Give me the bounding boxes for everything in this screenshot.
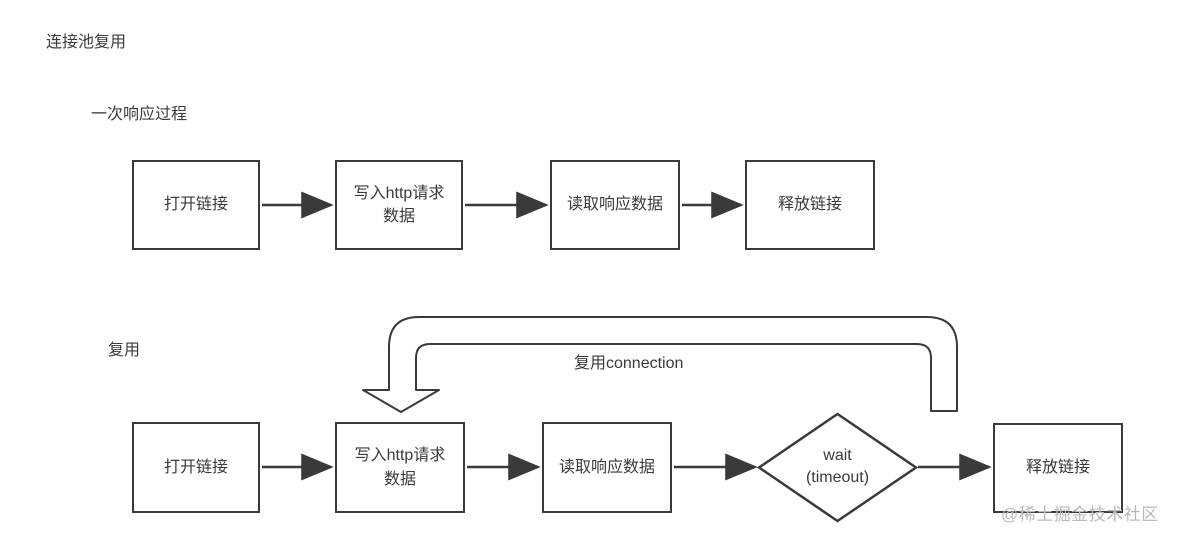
page-title: 连接池复用 [46,34,127,51]
loop-label: 复用connection [574,355,684,372]
flow1-node-open-connection: 打开链接 [132,160,260,250]
loop-back-arrow [362,316,958,413]
flow2-node-open-connection: 打开链接 [132,422,260,513]
flow1-node-read-response: 读取响应数据 [550,160,680,250]
flow2-node-read-response: 读取响应数据 [542,422,672,513]
flow2-node-release-connection: 释放链接 [993,423,1123,513]
flow1-node-write-request: 写入http请求 数据 [335,160,463,250]
flow2-node-wait-timeout-label: wait (timeout) [805,447,870,486]
watermark: @稀土掘金技术社区 [1001,505,1159,524]
wait-timeout-diamond [756,412,919,523]
flow1-node-release-connection: 释放链接 [745,160,875,250]
flow2-node-write-request: 写入http请求 数据 [335,422,465,513]
flow1-heading: 一次响应过程 [91,106,188,123]
flow2-heading: 复用 [108,342,141,359]
